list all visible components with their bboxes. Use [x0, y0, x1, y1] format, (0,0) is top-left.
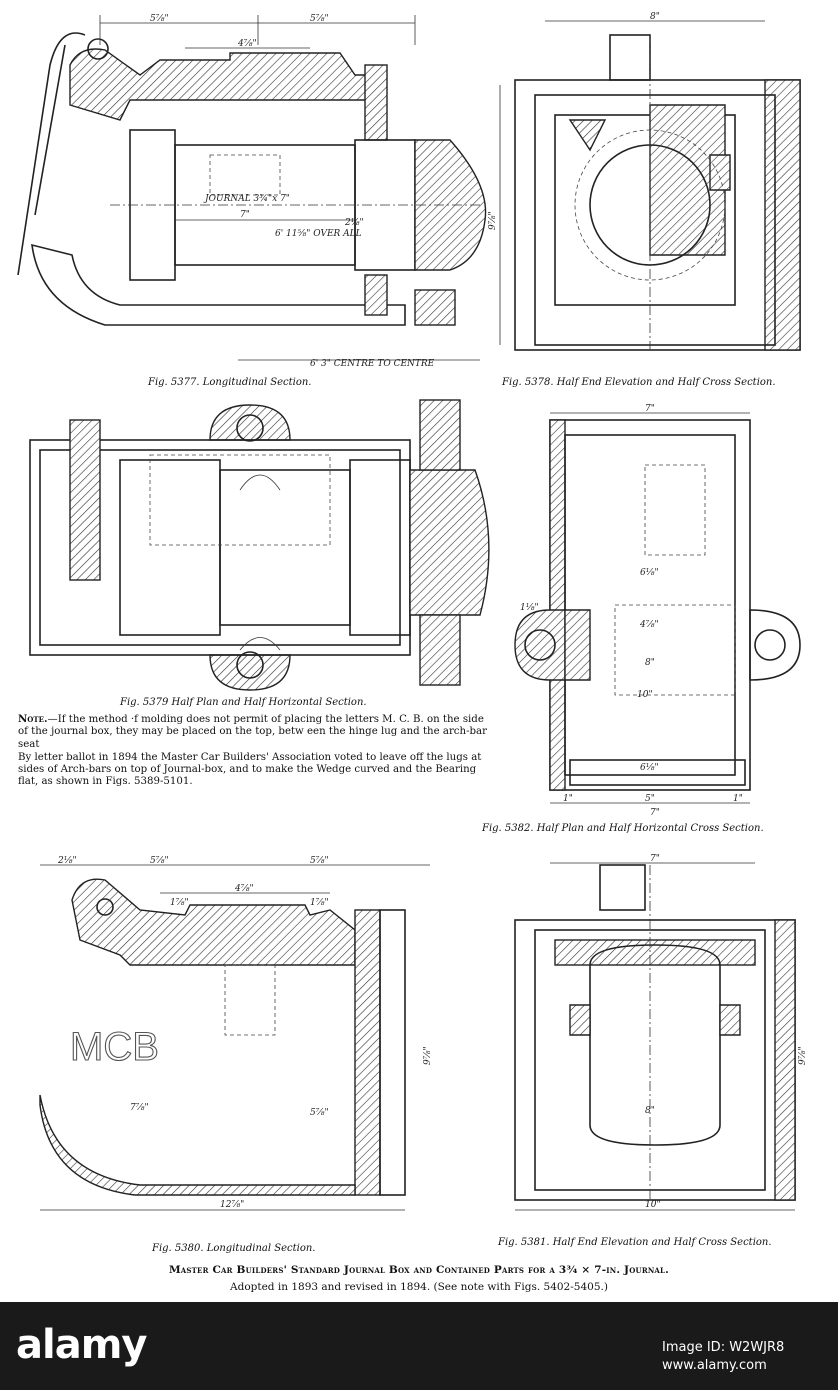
fig5380-dim-i: 7⅞"	[130, 1103, 149, 1113]
plate-title: Master Car Builders' Standard Journal Bo…	[168, 1264, 670, 1276]
fig5380-dim-d: 4⅞"	[234, 884, 254, 894]
fig5381-dim-bottom: 10"	[645, 1200, 661, 1210]
note-lead: Note.	[18, 713, 48, 725]
drawing-sheet: 5⅞" 5⅞" 4⅞" JOURNAL 3¾"x 7" 7" 6' 11⅝" O…	[17, 12, 808, 1293]
fig5377-dim-top: 4⅞"	[237, 39, 257, 49]
fig-5377-caption: Fig. 5377. Longitudinal Section.	[148, 377, 312, 388]
stock-url: www.alamy.com	[662, 1358, 767, 1373]
note-text-1: —If the method ·f molding does not permi…	[18, 714, 487, 750]
fig5381-dim-top: 7"	[650, 854, 660, 864]
fig5381-dim-inner: 8"	[645, 1106, 655, 1116]
fig5378-dim-height: 9⅞"	[488, 211, 498, 230]
fig-5380-caption: Fig. 5380. Longitudinal Section.	[152, 1243, 316, 1254]
fig5382-dim-h: 1"	[733, 794, 743, 804]
fig5377-dim-7: 7"	[240, 210, 250, 220]
fig5380-dim-h: 9⅞"	[423, 1046, 433, 1065]
fig5377-dim-2: 2⅛"	[344, 218, 364, 228]
fig-5380-drawing: 2⅛" 5⅞" 5⅞" 4⅞" 1⅞" 1⅞" MCB 12⅞" 9⅞" 7⅞"…	[39, 856, 433, 1211]
fig-5379-caption: Fig. 5379 Half Plan and Half Horizontal …	[120, 697, 367, 708]
fig5380-dim-f: 1⅞"	[310, 898, 329, 908]
fig-5382-caption: Fig. 5382. Half Plan and Half Horizontal…	[482, 823, 764, 834]
fig5382-dim-g: 5"	[645, 794, 655, 804]
fig5380-dim-j: 5⅞"	[310, 1108, 329, 1118]
fig-5379-drawing	[29, 399, 490, 691]
fig-5378-drawing: 8" 9⅞"	[488, 12, 801, 351]
fig5381-dim-height: 9⅞"	[798, 1046, 808, 1065]
molding-note: Note.—If the method ·f molding does not …	[18, 713, 493, 790]
fig5382-dim-d: 10"	[637, 690, 653, 700]
fig5382-dim-b: 4⅞"	[639, 620, 659, 630]
fig5377-centre-to-centre: 6' 3" CENTRE TO CENTRE	[310, 359, 435, 369]
fig5382-dim-i: 7"	[650, 808, 660, 818]
fig5382-dim-top: 7"	[645, 404, 655, 414]
note-text-2: By letter ballot in 1894 the Master Car …	[18, 751, 482, 788]
watermark-footer	[0, 1302, 838, 1390]
fig5382-dim-f: 1"	[563, 794, 573, 804]
fig5380-dim-c: 5⅞"	[310, 856, 329, 866]
fig5382-dim-c: 8"	[645, 658, 655, 668]
fig5380-dim-g: 12⅞"	[220, 1200, 244, 1210]
fig-5377-drawing: 5⅞" 5⅞" 4⅞" JOURNAL 3¾"x 7" 7" 6' 11⅝" O…	[17, 14, 487, 369]
fig5377-over-all: 6' 11⅝" OVER ALL	[275, 229, 362, 239]
plate-subtitle: Adopted in 1893 and revised in 1894. (Se…	[230, 1281, 608, 1293]
fig5377-dim-right: 5⅞"	[310, 14, 329, 24]
image-id: Image ID: W2WJR8	[662, 1340, 785, 1355]
fig5380-dim-a: 2⅛"	[57, 856, 77, 866]
fig5380-dim-e: 1⅞"	[170, 898, 189, 908]
fig-5381-drawing: 7" 9⅞" 10" 8"	[514, 854, 808, 1211]
fig-5378-caption: Fig. 5378. Half End Elevation and Half C…	[502, 377, 776, 388]
fig-5381-caption: Fig. 5381. Half End Elevation and Half C…	[498, 1237, 772, 1248]
mcb-letters: MCB	[70, 1025, 159, 1069]
fig-5382-drawing: 7" 1⅛" 6⅛" 4⅞" 8" 10" 6⅛" 1" 5" 1" 7"	[514, 404, 801, 818]
alamy-logo: alamy	[16, 1322, 147, 1368]
fig5380-dim-b: 5⅞"	[150, 856, 169, 866]
fig5382-dim-a: 6⅛"	[640, 568, 659, 578]
fig5382-dim-lug: 1⅛"	[520, 603, 539, 613]
fig5377-dim-left: 5⅞"	[150, 14, 169, 24]
fig5377-journal-label: JOURNAL 3¾"x 7"	[203, 193, 290, 204]
fig5382-dim-e: 6⅛"	[640, 763, 659, 773]
fig5378-dim-width: 8"	[650, 12, 660, 22]
